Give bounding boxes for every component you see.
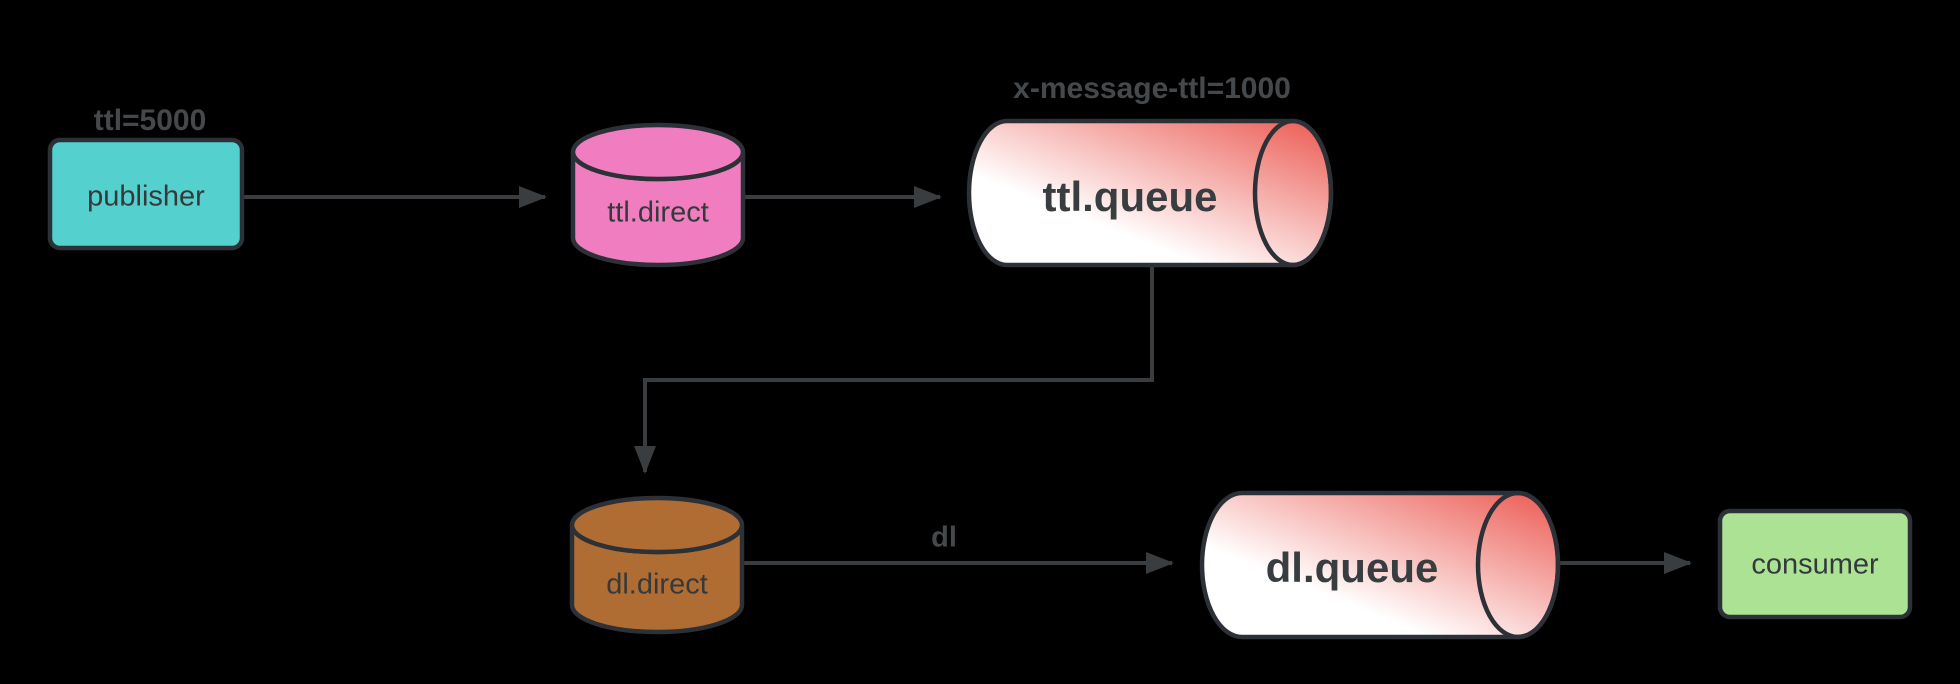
ttl-queue-annotation: x-message-ttl=1000 — [1013, 72, 1291, 105]
ttl-direct-cylinder-icon — [570, 122, 746, 268]
dl-direct-cylinder-icon — [569, 495, 745, 635]
dl-queue-label: dl.queue — [1265, 544, 1439, 591]
consumer-node — [1717, 508, 1913, 620]
publisher-label: publisher — [87, 180, 205, 213]
dl-routing-key-label: dl — [931, 521, 957, 554]
ttl-direct-label: ttl.direct — [607, 196, 709, 229]
ttl-queue-label: ttl.queue — [1042, 173, 1218, 220]
publisher-node — [47, 137, 245, 251]
ttl-queue-cylinder-icon — [966, 118, 1334, 268]
publisher-ttl-annotation: ttl=5000 — [93, 104, 207, 137]
dl-queue-cylinder-icon — [1199, 490, 1561, 640]
consumer-label: consumer — [1751, 548, 1879, 581]
dl-direct-label: dl.direct — [606, 568, 708, 601]
edge-ttl-queue-to-dl-direct — [634, 263, 1154, 474]
